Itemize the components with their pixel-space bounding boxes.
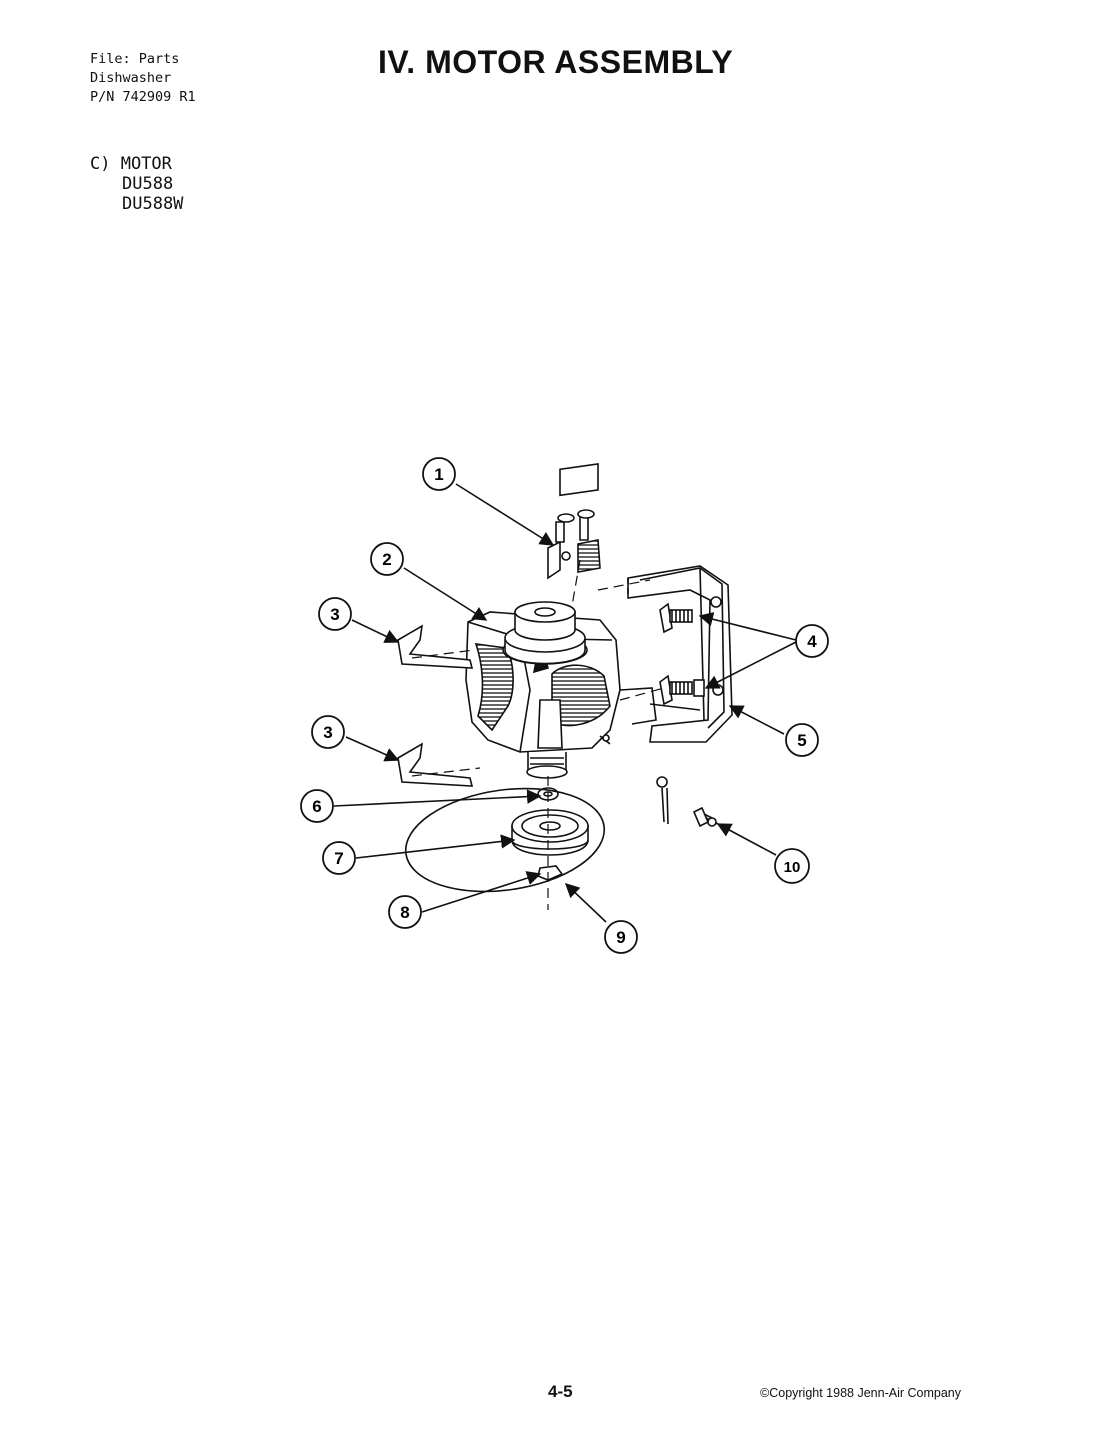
callout: 7 <box>322 841 356 875</box>
callout-label: 2 <box>382 550 391 569</box>
callout: 4 <box>795 624 829 658</box>
callout: 8 <box>388 895 422 929</box>
motor-switch <box>547 463 601 580</box>
callout-label: 3 <box>330 605 339 624</box>
callout-label: 5 <box>797 731 806 750</box>
motor-clip <box>397 624 474 787</box>
ground-screw <box>656 776 719 828</box>
top-pulley <box>502 601 588 665</box>
part-number-line: P/N 742909 R1 <box>90 89 196 105</box>
mounting-bolt <box>659 602 705 706</box>
callout-label: 9 <box>616 928 625 947</box>
callout-label: 10 <box>784 859 801 876</box>
drive-pulley <box>511 809 589 856</box>
callout-label: 6 <box>312 797 321 816</box>
page-number: 4-5 <box>548 1382 573 1401</box>
callout: 2 <box>370 542 404 576</box>
section-heading: C) MOTOR <box>90 154 172 174</box>
mounting-bracket <box>619 565 733 743</box>
callout-label: 3 <box>323 723 332 742</box>
drive-belt <box>404 787 606 893</box>
callout-label: 1 <box>434 465 443 484</box>
callout-label: 8 <box>400 903 409 922</box>
page-title: IV. MOTOR ASSEMBLY <box>378 44 734 80</box>
callout: 3 <box>311 715 345 749</box>
callout: 3 <box>318 597 352 631</box>
lower-shaft <box>526 752 568 779</box>
file-info: File: Parts Dishwasher P/N 742909 R1 <box>90 50 196 107</box>
product-line: Dishwasher <box>90 70 172 86</box>
callout: 10 <box>774 848 810 884</box>
model-number: DU588W <box>122 194 184 214</box>
callout: 5 <box>785 723 819 757</box>
pulley-nut <box>537 865 564 881</box>
alignment-lines <box>411 559 665 910</box>
motor-body <box>465 611 621 753</box>
file-line: File: Parts <box>90 51 180 67</box>
callout: 9 <box>604 920 638 954</box>
callout: 6 <box>300 789 334 823</box>
model-number: DU588 <box>122 174 174 194</box>
callout-label: 7 <box>334 849 343 868</box>
callout-label: 4 <box>807 632 817 651</box>
section-block: C) MOTOR DU588 DU588W <box>90 154 183 214</box>
callout: 1 <box>422 457 456 491</box>
leader-lines <box>333 483 797 923</box>
copyright: ©Copyright 1988 Jenn-Air Company <box>760 1386 961 1400</box>
